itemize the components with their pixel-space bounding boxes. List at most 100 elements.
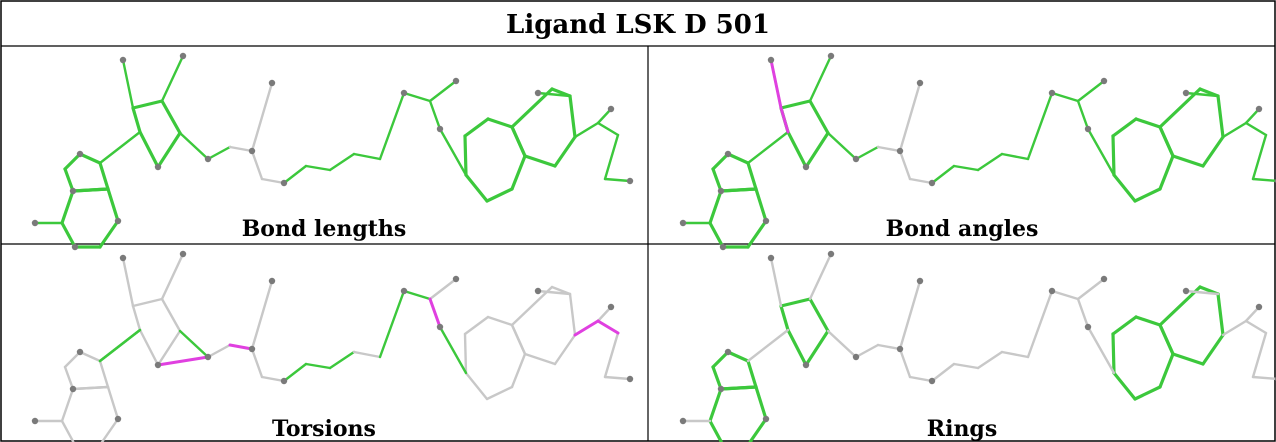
ring-bond xyxy=(98,219,120,249)
atom xyxy=(534,287,542,295)
bond xyxy=(930,362,956,383)
atom xyxy=(607,105,615,113)
panel-bond-lengths xyxy=(31,52,634,251)
bond xyxy=(428,79,458,103)
atom xyxy=(827,250,835,258)
outlier-bond xyxy=(573,319,600,337)
ring-bond xyxy=(78,350,102,363)
atom xyxy=(69,187,77,195)
bond xyxy=(1086,325,1116,375)
panel-rings xyxy=(679,250,1276,442)
ring-bond xyxy=(463,134,468,177)
bond xyxy=(876,343,902,351)
bond xyxy=(352,350,382,359)
outlier-bond xyxy=(428,297,442,329)
atom xyxy=(452,275,460,283)
bond xyxy=(898,149,912,181)
atom xyxy=(436,125,444,133)
outlier-bond xyxy=(156,355,210,367)
ring-bond xyxy=(510,87,554,129)
ring-bond xyxy=(156,329,182,367)
ring-bond xyxy=(1111,117,1138,138)
panel-torsions xyxy=(31,250,634,442)
bond xyxy=(536,289,572,296)
ring-bond xyxy=(71,187,110,193)
bond xyxy=(808,54,833,103)
ring-bond xyxy=(510,154,527,191)
ring-bond xyxy=(60,221,77,249)
bond xyxy=(1251,177,1276,183)
ring-bond xyxy=(486,315,514,327)
bond xyxy=(876,145,902,153)
ring-bond xyxy=(568,94,577,139)
ring-bond xyxy=(746,161,758,191)
bond xyxy=(428,99,442,131)
atom xyxy=(827,52,835,60)
bond xyxy=(1026,289,1054,359)
bond xyxy=(378,289,406,359)
ring-bond xyxy=(553,333,577,366)
ring-bond xyxy=(486,117,514,129)
ring-bond xyxy=(63,350,82,369)
ring-bond xyxy=(523,352,557,366)
bond xyxy=(596,121,620,137)
ring-bond xyxy=(131,297,164,308)
atom xyxy=(69,385,77,393)
bond xyxy=(603,331,620,379)
outlier-bond xyxy=(769,58,783,110)
bond xyxy=(1251,133,1268,181)
ring-bond xyxy=(106,385,120,421)
ring-bond xyxy=(100,417,120,442)
atom xyxy=(896,345,904,353)
atom xyxy=(400,287,408,295)
ring-bond xyxy=(98,161,110,191)
ring-bond xyxy=(1133,187,1162,203)
ring-bond xyxy=(464,371,489,401)
molecule-drawing xyxy=(679,250,1276,442)
ring-bond xyxy=(726,350,750,363)
ring-bond xyxy=(60,189,75,225)
bond xyxy=(282,362,308,383)
bond xyxy=(1086,127,1116,177)
ring-bond xyxy=(1201,135,1225,168)
ring-bond xyxy=(131,304,142,332)
atom xyxy=(268,79,276,87)
bond xyxy=(1184,289,1220,296)
bond xyxy=(250,279,274,351)
ring-bond xyxy=(754,385,768,421)
atom xyxy=(119,254,127,262)
atom xyxy=(31,219,39,227)
bond xyxy=(1076,99,1090,131)
atom xyxy=(1084,125,1092,133)
ring-bond xyxy=(98,359,110,389)
figure-title: Ligand LSK D 501 xyxy=(506,10,770,40)
bond xyxy=(898,347,912,379)
ring-bond xyxy=(60,419,75,442)
ring-bond xyxy=(1111,332,1116,375)
atom xyxy=(724,150,732,158)
atom xyxy=(76,348,84,356)
ring-bond xyxy=(1158,285,1202,327)
bond xyxy=(438,325,468,375)
ring-bond xyxy=(779,304,790,332)
ring-bond xyxy=(708,387,723,423)
bond xyxy=(438,127,468,177)
bond xyxy=(98,130,142,165)
bond xyxy=(1050,91,1080,103)
atom xyxy=(452,77,460,85)
ring-bond xyxy=(156,131,182,169)
bond xyxy=(206,343,232,359)
ring-bond xyxy=(485,385,514,401)
ring-bond xyxy=(711,365,723,391)
atom xyxy=(534,89,542,97)
outlier-bond xyxy=(596,319,620,335)
ring-bond xyxy=(160,297,182,333)
atom xyxy=(248,147,256,155)
ring-bond xyxy=(523,154,557,168)
bond xyxy=(206,145,232,161)
atom xyxy=(767,254,775,262)
ring-bond xyxy=(71,385,110,391)
ring-bond xyxy=(510,125,527,158)
ring-bond xyxy=(726,152,750,165)
ring-bond xyxy=(719,187,758,193)
